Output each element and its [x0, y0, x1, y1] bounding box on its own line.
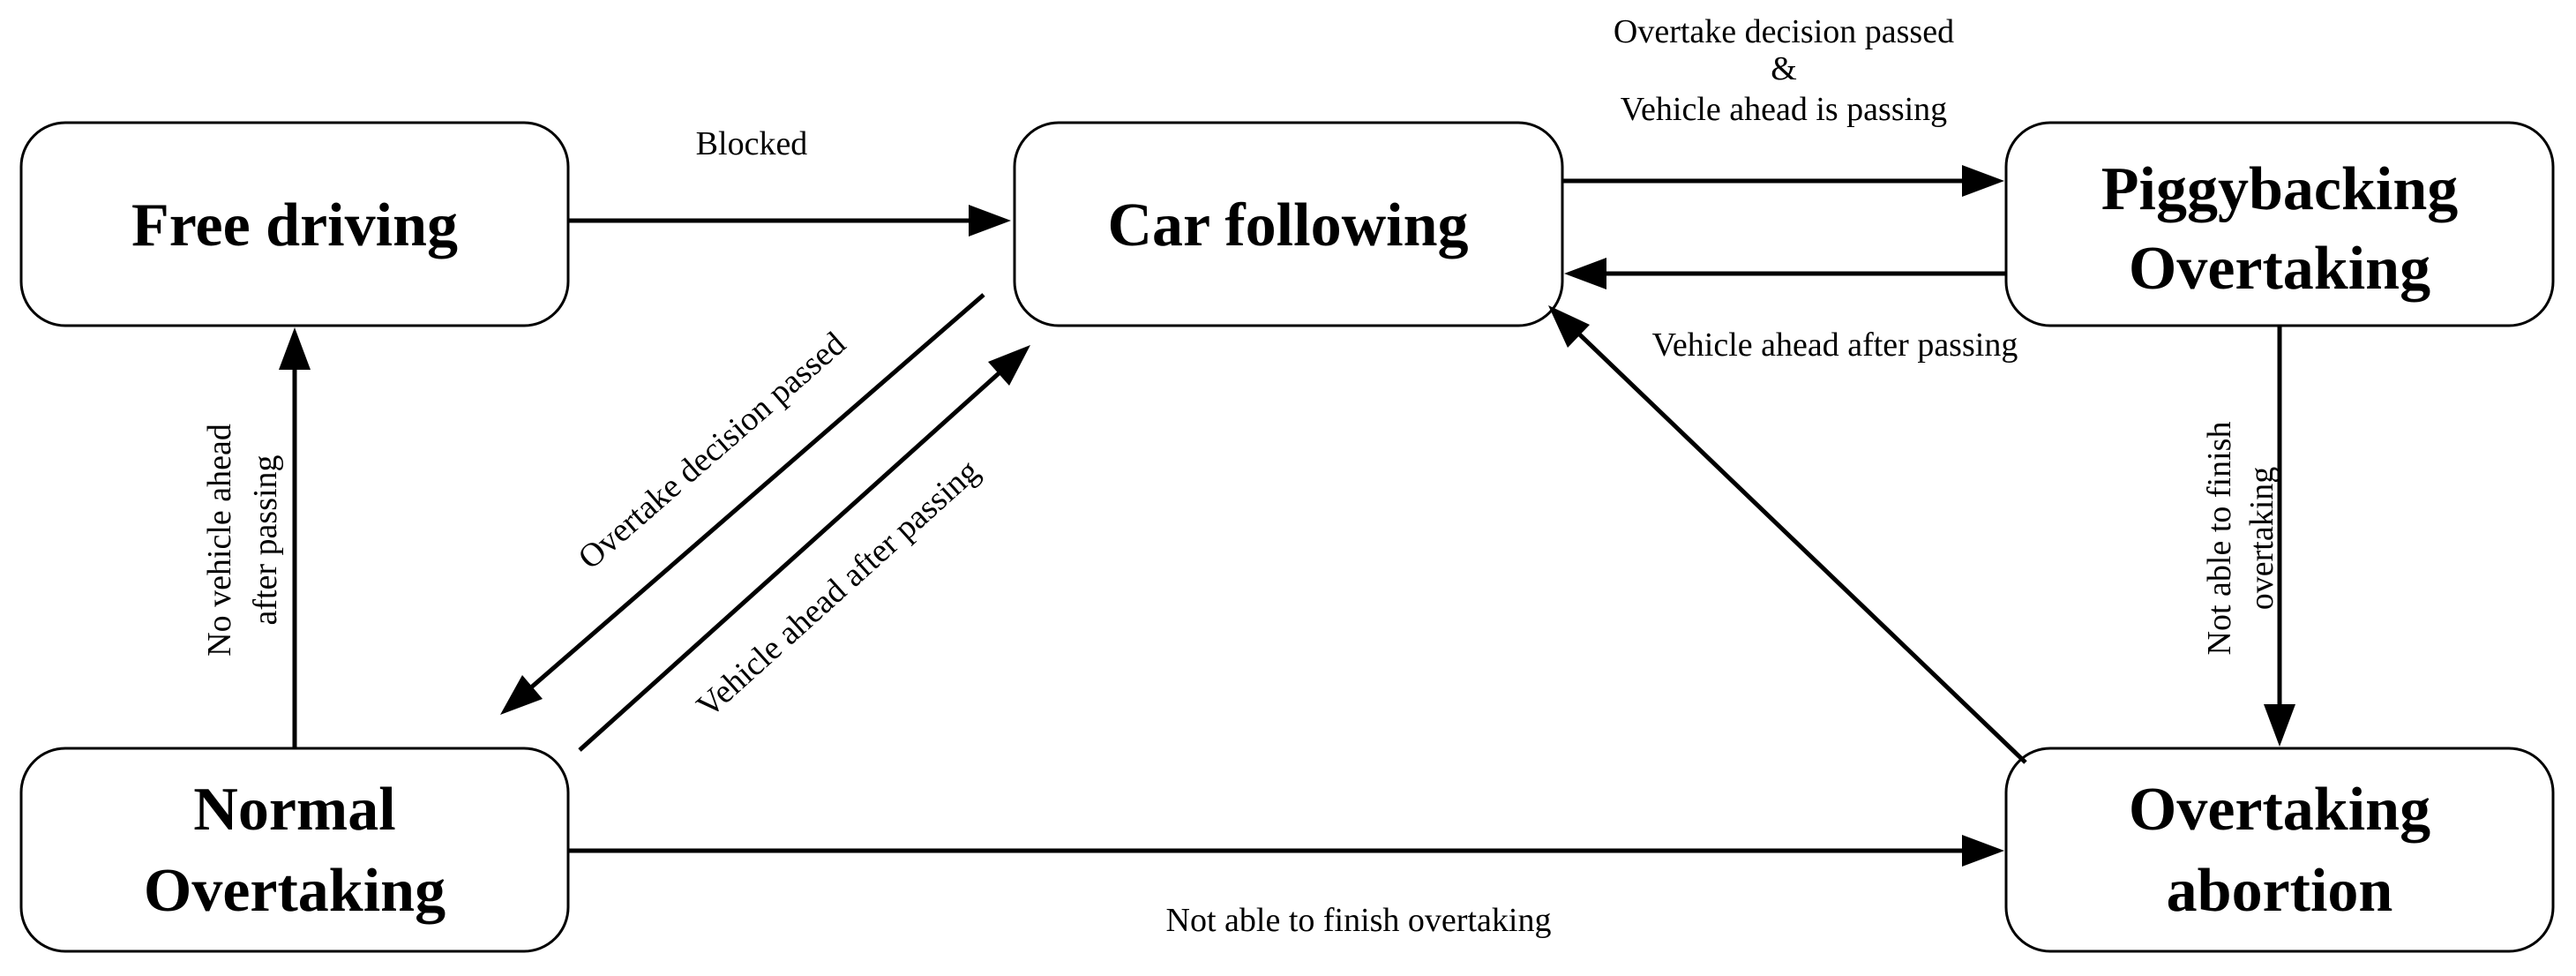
arrow-line [1567, 322, 2027, 764]
arrowhead-icon [1962, 835, 2004, 867]
transition-piggyback-to-abortion: Not able to finish overtaking [2201, 326, 2295, 747]
state-label: Overtaking [2129, 235, 2430, 303]
transition-label: Not able to finish [2201, 422, 2238, 656]
arrowhead-icon [1962, 165, 2004, 197]
state-free-driving: Free driving [19, 121, 570, 327]
arrowhead-icon [2264, 704, 2295, 747]
transition-abortion-to-following [1548, 305, 2027, 764]
arrow-line [522, 293, 985, 695]
transition-label: Vehicle ahead is passing [1621, 91, 1947, 128]
transition-label: Not able to finish overtaking [1166, 902, 1552, 939]
transition-label: Vehicle ahead after passing [690, 453, 986, 725]
state-label: Car following [1108, 191, 1469, 259]
transition-piggyback-to-following: Vehicle ahead after passing [1564, 258, 2018, 364]
transition-label: Overtake decision passed [572, 325, 853, 576]
transition-label: Blocked [696, 125, 808, 162]
state-car-following: Car following [1013, 121, 1564, 327]
transition-normal-to-abortion: Not able to finish overtaking [568, 835, 2004, 939]
transition-label: & [1771, 50, 1797, 87]
state-piggybacking-overtaking: Piggybacking Overtaking [2004, 121, 2555, 327]
state-label: Normal [193, 776, 395, 844]
transition-normal-to-free: No vehicle ahead after passing [201, 327, 311, 748]
transition-normal-to-following: Vehicle ahead after passing [578, 345, 1030, 752]
transition-label: No vehicle ahead [201, 424, 238, 657]
state-label: Overtaking [144, 857, 446, 925]
arrowhead-icon [279, 327, 311, 370]
arrowhead-icon [969, 205, 1011, 236]
state-label: abortion [2167, 857, 2393, 925]
transition-label: after passing [247, 454, 284, 625]
transition-label: Overtake decision passed [1614, 13, 1954, 50]
state-label: Overtaking [2129, 776, 2430, 844]
state-normal-overtaking: Normal Overtaking [19, 747, 570, 953]
transition-label: overtaking [2243, 467, 2280, 611]
arrowhead-icon [1548, 305, 1590, 348]
transition-label: Vehicle ahead after passing [1652, 327, 2018, 364]
arrowhead-icon [500, 675, 543, 715]
transition-to-piggybacking: Overtake decision passed & Vehicle ahead… [1562, 13, 2004, 197]
arrowhead-icon [1564, 258, 1606, 289]
arrow-line [578, 365, 1007, 752]
state-overtaking-abortion: Overtaking abortion [2004, 747, 2555, 953]
arrowhead-icon [988, 345, 1030, 386]
state-label: Free driving [131, 191, 458, 259]
state-label: Piggybacking [2101, 155, 2459, 223]
transition-blocked: Blocked [568, 125, 1011, 236]
